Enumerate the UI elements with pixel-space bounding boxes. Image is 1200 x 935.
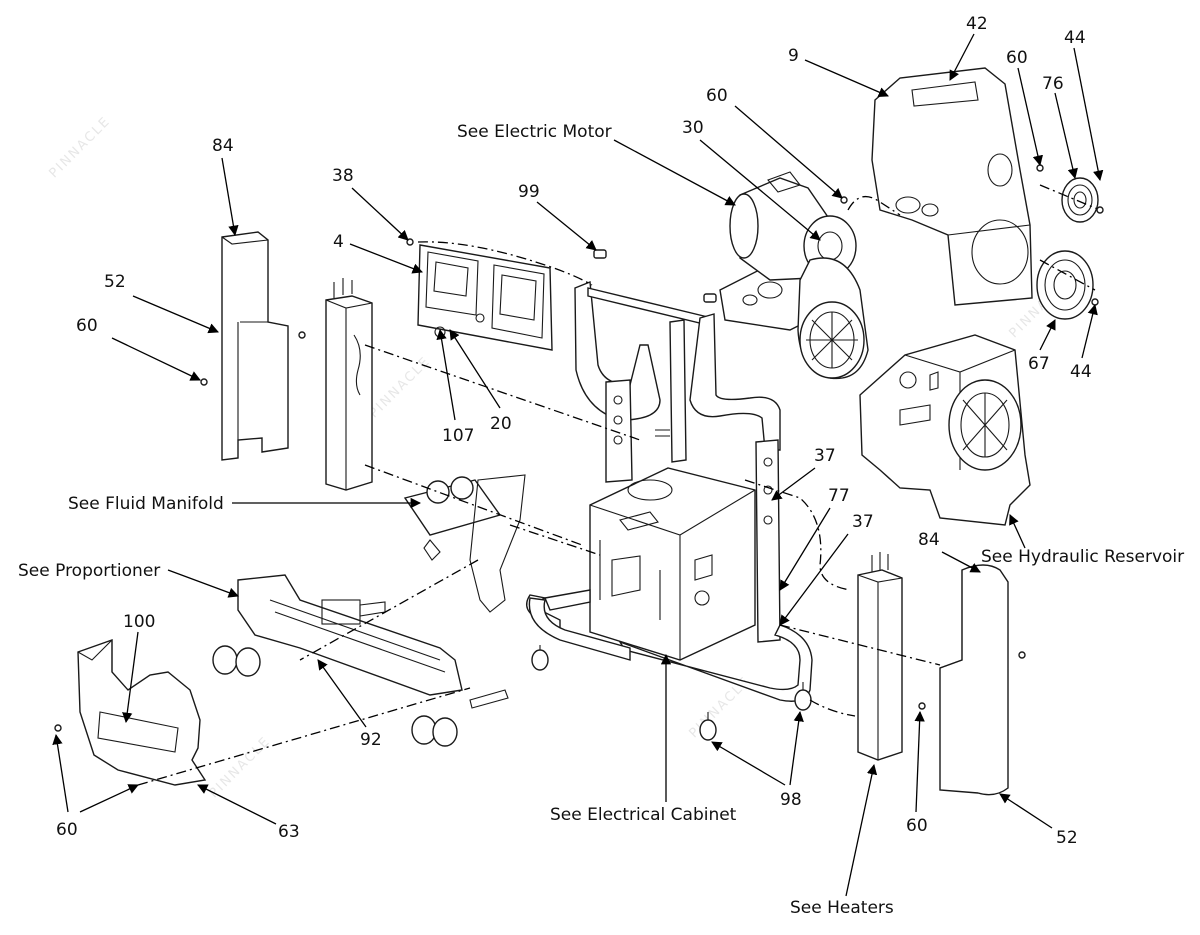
callout-60: 60 — [76, 316, 98, 336]
callout-see-fluid-manifold: See Fluid Manifold — [68, 494, 224, 514]
callout-see-hydraulic-reservoir: See Hydraulic Reservoir — [981, 547, 1185, 567]
callout-67: 67 — [1028, 354, 1050, 374]
callout-84: 84 — [918, 530, 940, 550]
callout-100: 100 — [123, 612, 156, 632]
assembly-lines — [137, 184, 1101, 786]
callout-37: 37 — [814, 446, 836, 466]
front-shroud — [77, 639, 207, 786]
callout-98: 98 — [780, 790, 802, 810]
callout-44: 44 — [1064, 28, 1086, 48]
callout-42: 42 — [966, 14, 988, 34]
callout-see-proportioner: See Proportioner — [18, 561, 161, 581]
callout-30: 30 — [682, 118, 704, 138]
callout-60: 60 — [706, 86, 728, 106]
callout-60: 60 — [56, 820, 78, 840]
callout-44: 44 — [1070, 362, 1092, 382]
callout-77: 77 — [828, 486, 850, 506]
right-heater — [857, 552, 903, 761]
leader-lines — [52, 33, 1104, 897]
callout-9: 9 — [788, 46, 799, 66]
fluid-manifold — [403, 476, 502, 561]
callout-see-electric-motor: See Electric Motor — [457, 122, 612, 142]
base-frame — [526, 589, 813, 702]
callout-4: 4 — [333, 232, 344, 252]
callout-52: 52 — [1056, 828, 1078, 848]
proportioner — [212, 574, 509, 747]
control-panel — [417, 244, 553, 351]
hardware — [54, 164, 1104, 732]
left-side-cover — [221, 231, 289, 461]
callout-99: 99 — [518, 182, 540, 202]
frame-handle — [574, 281, 781, 463]
callout-38: 38 — [332, 166, 354, 186]
front-bracket — [605, 379, 633, 483]
left-heater — [325, 278, 373, 491]
callout-76: 76 — [1042, 74, 1064, 94]
right-side-cover — [939, 564, 1009, 796]
motor-shroud — [871, 67, 1033, 306]
callout-see-heaters: See Heaters — [790, 898, 894, 918]
right-bracket — [755, 439, 781, 643]
callout-63: 63 — [278, 822, 300, 842]
callout-see-electrical-cabinet: See Electrical Cabinet — [550, 805, 737, 825]
callout-37: 37 — [852, 512, 874, 532]
callout-92: 92 — [360, 730, 382, 750]
callout-60: 60 — [906, 816, 928, 836]
callout-107: 107 — [442, 426, 475, 446]
casters — [531, 645, 812, 741]
fan-guard-76 — [1061, 177, 1099, 223]
hydraulic-reservoir — [859, 334, 1031, 526]
electrical-cabinet — [589, 467, 756, 661]
callout-52: 52 — [104, 272, 126, 292]
callout-60: 60 — [1006, 48, 1028, 68]
back-bracket — [469, 474, 526, 613]
callout-20: 20 — [490, 414, 512, 434]
pump-wheel — [797, 257, 869, 380]
fan-guard-67 — [1036, 250, 1094, 320]
callout-84: 84 — [212, 136, 234, 156]
